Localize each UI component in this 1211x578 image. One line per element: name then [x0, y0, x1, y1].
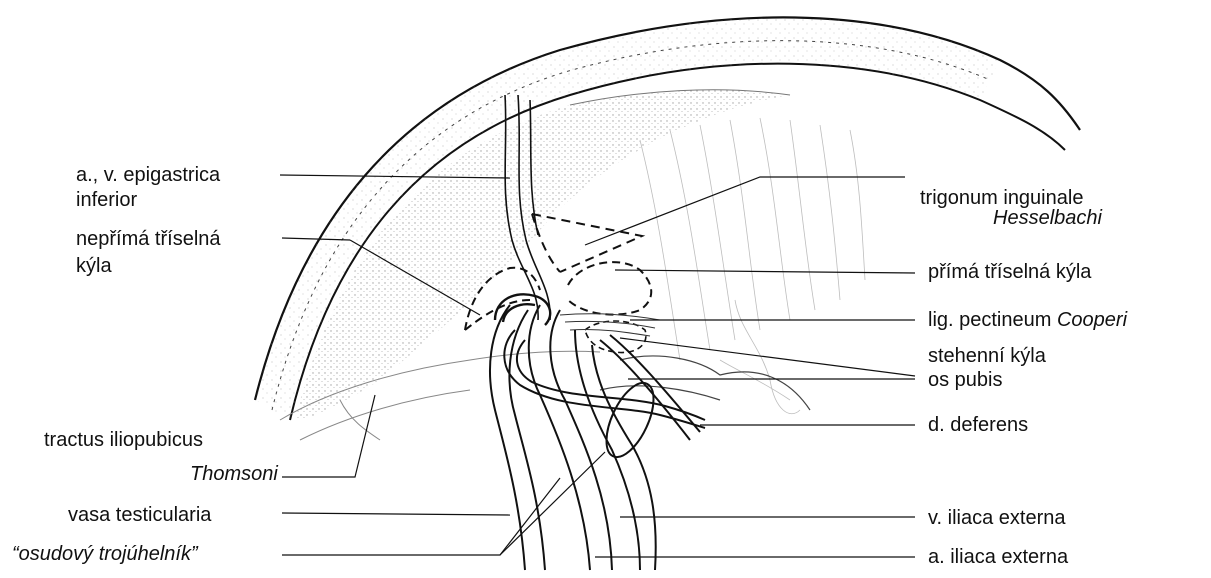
label-osudovy: “osudový trojúhelník” — [12, 542, 198, 566]
os-pubis-outline — [600, 356, 810, 410]
label-v-iliaca: v. iliaca externa — [928, 506, 1065, 530]
leader-vasa — [282, 513, 510, 515]
label-epigastrica-2: inferior — [76, 188, 137, 212]
label-vasa: vasa testicularia — [68, 503, 211, 527]
peritoneum-shading — [295, 90, 790, 420]
label-pectineum-main: lig. pectineum — [928, 309, 1057, 331]
label-tractus-1: tractus iliopubicus — [44, 428, 203, 452]
label-stehenni: stehenní kýla — [928, 344, 1046, 368]
iliac-vessels — [490, 305, 656, 570]
ductus-deferens — [504, 330, 705, 464]
label-pectineum: lig. pectineum Cooperi — [928, 308, 1127, 332]
label-os-pubis: os pubis — [928, 368, 1003, 392]
label-neprima-1: nepřímá tříselná — [76, 227, 221, 251]
label-neprima-2: kýla — [76, 254, 112, 278]
label-deferens: d. deferens — [928, 413, 1028, 437]
leader-trigonum — [585, 177, 905, 245]
label-epigastrica-1: a., v. epigastrica — [76, 163, 220, 187]
label-tractus-2: Thomsoni — [190, 462, 278, 486]
label-trigonum-2: Hesselbachi — [993, 206, 1102, 230]
label-prima: přímá tříselná kýla — [928, 260, 1091, 284]
leader-stehenni — [620, 338, 915, 376]
femoral-hernia — [585, 321, 646, 353]
leader-prima — [615, 270, 915, 273]
muscle-fibers — [640, 118, 865, 414]
label-a-iliaca: a. iliaca externa — [928, 545, 1068, 569]
label-pectineum-italic: Cooperi — [1057, 309, 1127, 331]
